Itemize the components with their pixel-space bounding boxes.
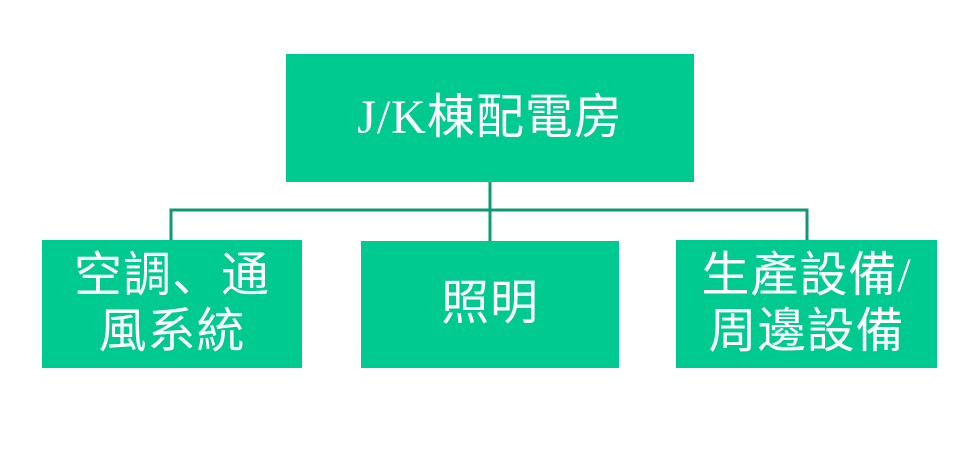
node-production-equipment: 生產設備/ 周邊設備 [676,240,937,368]
node-production-equipment-label: 生產設備/ 周邊設備 [701,248,912,358]
node-hvac-ventilation-label: 空調、通 風系統 [73,248,270,358]
node-lighting: 照明 [361,241,619,368]
node-root-label: J/K棟配電房 [357,90,623,144]
connector-branch-elbow [169,208,809,240]
node-lighting-label: 照明 [440,277,539,331]
node-hvac-ventilation: 空調、通 風系統 [42,240,302,368]
node-root: J/K棟配電房 [286,54,694,182]
